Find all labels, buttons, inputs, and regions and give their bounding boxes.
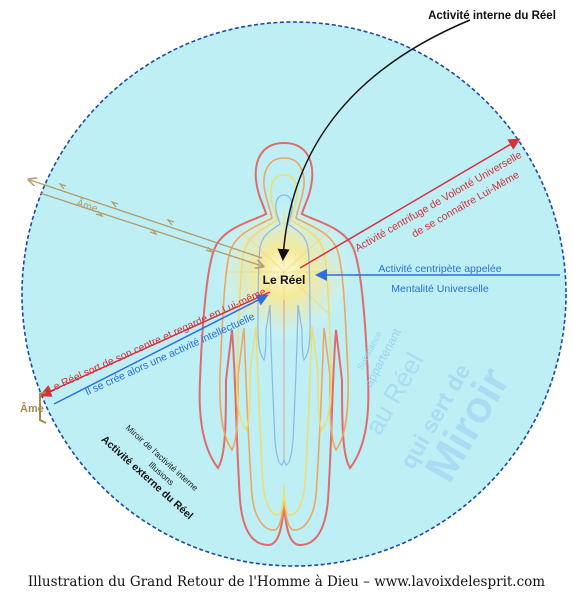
label-centripete-1: Activité centripète appelée <box>378 263 501 275</box>
label-internal-activity: Activité interne du Réel <box>428 10 556 22</box>
body-outline-yellow <box>236 174 332 516</box>
soul-arrows <box>30 180 262 266</box>
centrifuge-arrow <box>299 138 521 269</box>
blue-left-arrow <box>53 294 269 405</box>
ame-bracket <box>39 391 47 424</box>
red-left-arrow <box>39 291 271 397</box>
label-ame-top: Âme <box>75 196 100 215</box>
soul-arrow-ticks <box>58 182 214 254</box>
figure-caption: Illustration du Grand Retour de l'Homme … <box>27 574 546 590</box>
label-ame-side: Âme <box>20 402 44 415</box>
label-le-reel: Le Réel <box>263 273 306 287</box>
glow-rays <box>225 210 345 335</box>
label-centripete-2: Mentalité Universelle <box>391 283 489 295</box>
internal-activity-arrow <box>277 19 471 261</box>
body-outlines <box>198 141 370 547</box>
